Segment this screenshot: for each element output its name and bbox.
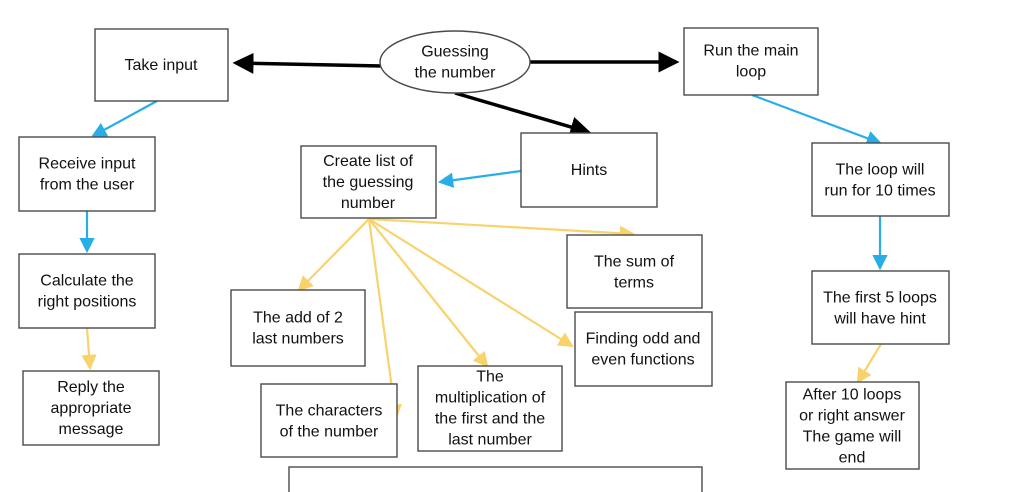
node-label-line: last number [448, 431, 532, 448]
node-label-line: end [839, 449, 866, 466]
node-loop-10-times-label: The loop will run for 10 times [824, 161, 935, 199]
node-label-line: or right answer [799, 407, 905, 424]
node-calculate-positions [18, 253, 156, 329]
node-guessing-number-label: Guessing the number [415, 43, 497, 81]
node-run-main-loop-label: Run the main loop [703, 42, 798, 80]
arrow-guessing-to-hints [454, 91, 592, 138]
node-odd-even-label: Finding odd and even functions [586, 330, 701, 368]
node-sum-of-terms-label: The sum of terms [594, 253, 675, 291]
node-label-line: The [476, 368, 504, 385]
node-label-line: from the user [40, 176, 135, 193]
node-create-list-label: Create list of the guessing number [323, 153, 414, 212]
node-label-line: Finding odd and [586, 330, 701, 347]
node-add-2-last [230, 289, 366, 367]
node-loop-10-times [811, 142, 950, 217]
node-label-line: appropriate [51, 400, 132, 417]
node-label-line: After 10 loops [803, 386, 902, 403]
node-label-line: the number [415, 64, 497, 81]
node-characters-number [260, 383, 398, 458]
node-characters-number-label: The characters of the number [276, 402, 383, 440]
node-reply-message [22, 370, 160, 446]
node-label-line: Take input [125, 57, 198, 74]
arrow-calculate-to-reply [81, 327, 97, 371]
node-label-line: the guessing [323, 174, 414, 191]
arrow-first-5-to-game-end [856, 343, 882, 384]
arrow-take-input-to-receive [91, 100, 158, 138]
node-hints [520, 132, 658, 208]
node-add-2-last-label: The add of 2 last numbers [252, 309, 344, 347]
node-receive-input [18, 136, 156, 212]
node-label-line: Receive input [39, 155, 137, 172]
node-hints-label: Hints [571, 162, 607, 179]
node-label-line: The loop will [836, 161, 925, 178]
node-label-line: Guessing [421, 43, 489, 60]
node-label-line: Create list of [323, 153, 413, 170]
node-label-line: multiplication of [435, 389, 546, 406]
node-label-line: Calculate the [40, 272, 133, 289]
node-receive-input-label: Receive input from the user [39, 155, 137, 193]
arrow-create-list-to-sum-terms [368, 217, 636, 241]
node-label-line: even functions [591, 351, 694, 368]
node-label-line: the first and the [435, 410, 545, 427]
node-label-line: The first 5 loops [823, 289, 937, 306]
node-label-line: terms [614, 274, 654, 291]
node-reply-message-label: Reply the appropriate message [51, 379, 132, 438]
node-run-main-loop [683, 27, 819, 96]
node-calculate-positions-label: Calculate the right positions [38, 272, 137, 310]
node-label-line: The add of 2 [253, 309, 343, 326]
node-label-line: will have hint [833, 310, 926, 327]
arrow-guessing-to-take-input [232, 52, 383, 74]
node-multiplication [417, 365, 563, 452]
node-label-line: of the number [280, 423, 379, 440]
node-multiplication-label: The multiplication of the first and the las… [435, 368, 546, 448]
node-first-5-loops-label: The first 5 loops will have hint [823, 289, 937, 327]
node-bottom-box [288, 466, 703, 492]
node-label-line: message [59, 421, 124, 438]
node-label-line: The characters [276, 402, 383, 419]
node-label-line: The game will [803, 428, 902, 445]
node-label-line: loop [736, 63, 766, 80]
arrow-run-loop-to-loop-10 [751, 93, 883, 146]
node-label-line: The sum of [594, 253, 675, 270]
node-label-line: number [341, 195, 396, 212]
node-guessing-number [379, 30, 531, 94]
node-create-list [300, 145, 437, 219]
node-label-line: Run the main [703, 42, 798, 59]
node-label-line: last numbers [252, 330, 344, 347]
node-game-end [785, 381, 920, 470]
node-label-line: Hints [571, 162, 607, 179]
arrow-create-list-to-multiplication [368, 218, 489, 368]
node-label-line: right positions [38, 293, 137, 310]
arrow-hints-to-create-list [437, 169, 522, 188]
node-first-5-loops [811, 270, 950, 345]
node-label-line: run for 10 times [824, 182, 935, 199]
arrow-create-list-to-add-2 [297, 218, 370, 292]
node-take-input-label: Take input [125, 57, 198, 74]
node-take-input [94, 28, 229, 102]
node-label-line: Reply the [57, 379, 125, 396]
node-odd-even [574, 311, 713, 387]
arrow-create-list-to-odd-even [368, 218, 574, 348]
node-sum-of-terms [566, 234, 703, 309]
